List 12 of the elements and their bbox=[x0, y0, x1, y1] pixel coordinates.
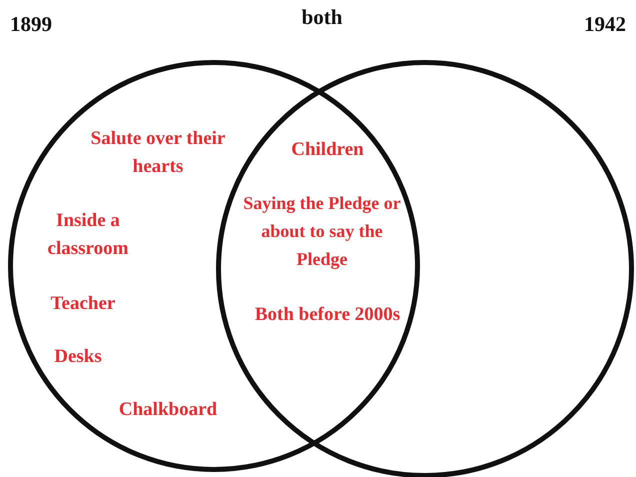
set-item-text: Desks bbox=[53, 345, 103, 369]
overlap-item-text: Children bbox=[290, 138, 365, 162]
venn-circle bbox=[8, 60, 420, 472]
set-year-label: 1942 bbox=[583, 12, 626, 36]
set-year-label: 1899 bbox=[10, 12, 53, 36]
overlap-heading: both bbox=[300, 5, 344, 29]
set-item-text: Chalkboard bbox=[118, 398, 218, 422]
overlap-item-text: Saying the Pledge or about to say the Pledge bbox=[242, 192, 402, 271]
overlap-item-text: Both before 2000s bbox=[254, 303, 402, 327]
set-item-text: Teacher bbox=[50, 292, 116, 316]
set-item-text: Salute over their hearts bbox=[90, 127, 226, 179]
set-item-text: Inside a classroom bbox=[46, 209, 130, 261]
